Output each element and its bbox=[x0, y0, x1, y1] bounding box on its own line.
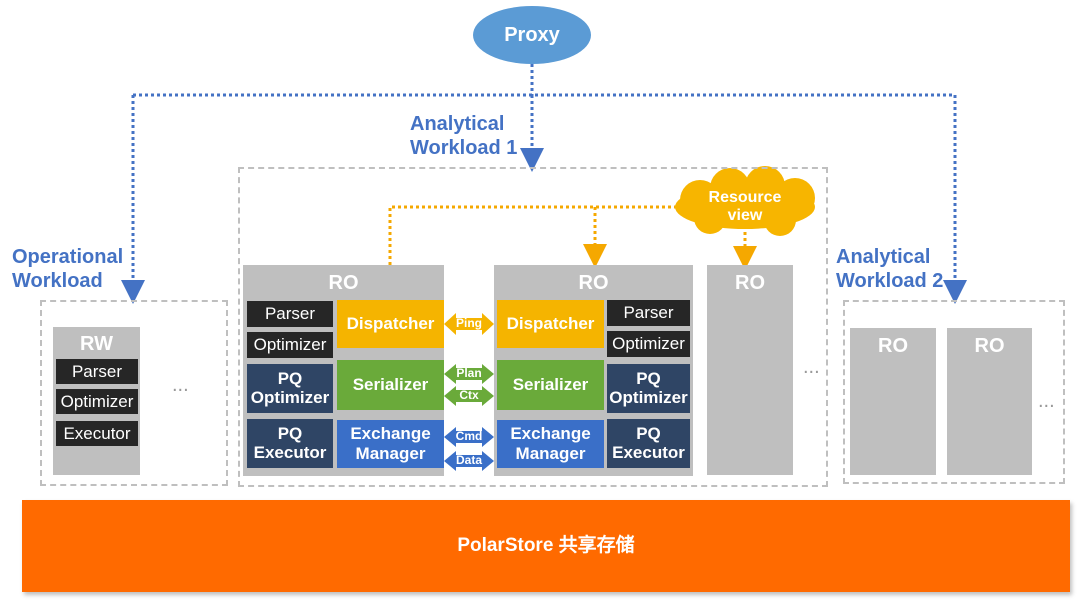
dispatcher: Dispatcher bbox=[497, 300, 604, 348]
ellipsis: ... bbox=[172, 374, 189, 396]
link-ping: Ping bbox=[456, 316, 482, 331]
dispatcher: Dispatcher bbox=[337, 300, 444, 348]
label-line: Workload 2 bbox=[836, 270, 944, 292]
rw-title: RW bbox=[80, 333, 113, 355]
rw-executor: Executor bbox=[56, 421, 138, 446]
ellipsis: ... bbox=[803, 356, 820, 378]
serializer: Serializer bbox=[337, 360, 444, 410]
analytical-group-1 bbox=[238, 167, 828, 487]
operational-group bbox=[40, 300, 228, 486]
label-line: Analytical bbox=[836, 246, 931, 268]
ro-title: RO bbox=[328, 272, 359, 294]
link-cmd: Cmd bbox=[455, 429, 483, 444]
link-ctx: Ctx bbox=[459, 388, 479, 403]
ro-title: RO bbox=[974, 335, 1005, 357]
parser: Parser bbox=[247, 301, 333, 327]
optimizer: Optimizer bbox=[247, 332, 333, 358]
optimizer: Optimizer bbox=[607, 331, 690, 357]
link-arrows bbox=[444, 313, 494, 471]
ro-title: RO bbox=[735, 272, 765, 294]
ro-node-4[interactable] bbox=[850, 328, 936, 475]
ellipsis: ... bbox=[1038, 390, 1055, 412]
ro-node-3[interactable] bbox=[707, 265, 793, 475]
resource-cloud bbox=[675, 166, 815, 236]
analytical-group-2 bbox=[843, 300, 1065, 484]
rw-optimizer: Optimizer bbox=[56, 389, 138, 414]
link-data: Data bbox=[455, 453, 482, 468]
label-line: Workload bbox=[12, 270, 103, 292]
ro-title: RO bbox=[878, 335, 908, 357]
label-line: Analytical bbox=[410, 113, 505, 135]
parser: Parser bbox=[607, 300, 690, 326]
polarstore-storage[interactable]: PolarStore 共享存储 bbox=[22, 500, 1070, 592]
proxy-node[interactable]: Proxy bbox=[473, 6, 591, 64]
label-line: Workload 1 bbox=[410, 137, 518, 159]
link-plan: Plan bbox=[456, 366, 482, 381]
label-line: Operational bbox=[12, 246, 124, 268]
serializer: Serializer bbox=[497, 360, 604, 410]
ro-node-5[interactable] bbox=[947, 328, 1032, 475]
ro-title: RO bbox=[578, 272, 609, 294]
rw-parser: Parser bbox=[56, 359, 138, 384]
